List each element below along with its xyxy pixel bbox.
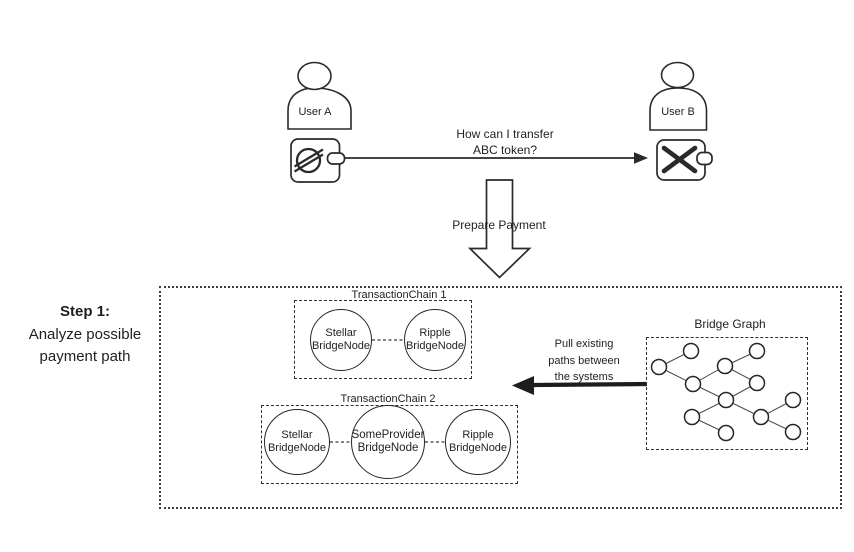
- bridge-graph-node: [719, 426, 734, 441]
- user-b-person-icon: [650, 63, 707, 131]
- pull-note-line1: Pull existing: [554, 338, 614, 350]
- bridge-graph-box: [646, 337, 808, 450]
- stellar-wallet-icon: [291, 139, 345, 182]
- user-a-label: User A: [298, 106, 332, 118]
- bridge-graph-node: [754, 410, 769, 425]
- step1-analysis-panel: [159, 286, 842, 509]
- chain2-someprovider-bridgenode: SomeProvider BridgeNode: [351, 405, 425, 479]
- step1-desc-line1: Analyze possible: [28, 325, 142, 343]
- bridge-graph-network: [652, 344, 801, 441]
- ripple-wallet-icon: [657, 140, 712, 180]
- transaction-chain-1-title: TransactionChain 1: [351, 289, 447, 301]
- chain2-ripple-bridgenode: Ripple BridgeNode: [445, 409, 511, 475]
- step1-desc-line2: payment path: [39, 348, 131, 365]
- user-a-person-icon: [288, 63, 351, 130]
- transaction-chain-1-box: [294, 300, 472, 379]
- bridge-graph-node: [719, 393, 734, 408]
- pull-note-line3: the systems: [554, 371, 614, 383]
- bridge-graph-node: [750, 376, 765, 391]
- pull-paths-arrow: [512, 376, 647, 395]
- step1-title: Step 1:: [59, 303, 111, 320]
- prepare-payment-arrow: [470, 180, 530, 278]
- user-b-label: User B: [661, 106, 695, 118]
- bridge-graph-node: [684, 344, 699, 359]
- transfer-question: How can I transfer ABC token?: [456, 126, 553, 158]
- transfer-question-line1: How can I transfer: [456, 127, 554, 141]
- chain-node-connectors: [330, 340, 446, 442]
- pull-note-line2: paths between: [548, 354, 620, 367]
- bridge-graph-node: [686, 377, 701, 392]
- pull-paths-note: Pull existing paths between the systems: [548, 336, 620, 386]
- bridge-graph-node: [786, 425, 801, 440]
- bridge-graph-node: [786, 393, 801, 408]
- transaction-chain-2-title: TransactionChain 2: [340, 393, 436, 405]
- bridge-graph-node: [685, 410, 700, 425]
- chain1-stellar-bridgenode: Stellar BridgeNode: [310, 309, 372, 371]
- transfer-arrow: [345, 152, 648, 164]
- bridge-graph-node: [750, 344, 765, 359]
- prepare-payment-label: Prepare Payment: [452, 218, 546, 232]
- bridge-graph-node: [652, 360, 667, 375]
- step1-caption: Step 1: Analyze possible payment path: [29, 301, 142, 369]
- chain2-stellar-bridgenode: Stellar BridgeNode: [264, 409, 330, 475]
- transfer-question-line2: ABC token?: [472, 143, 538, 157]
- bridge-graph-node: [718, 359, 733, 374]
- bridge-graph-title: Bridge Graph: [694, 317, 766, 331]
- chain1-ripple-bridgenode: Ripple BridgeNode: [404, 309, 466, 371]
